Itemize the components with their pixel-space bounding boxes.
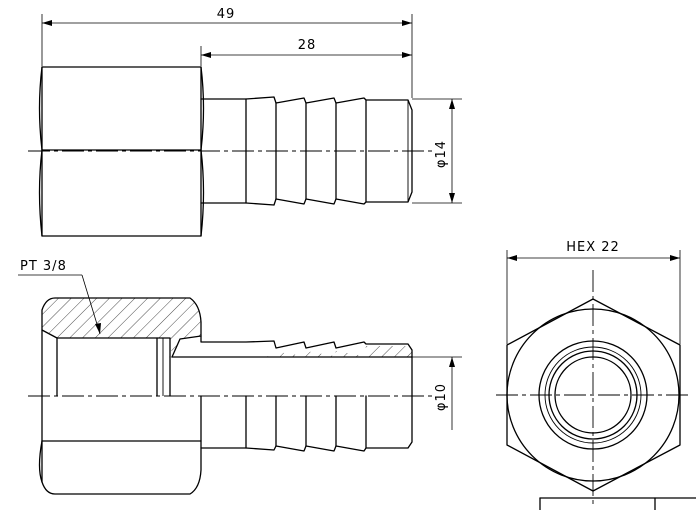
lower-hex-chamfer (38, 440, 43, 483)
arrow-49-right (402, 20, 412, 26)
arrow-28-left (201, 52, 211, 58)
section-outline-upper (41, 297, 202, 397)
section-hatch-area (42, 298, 412, 357)
section-outline-lower (41, 395, 202, 495)
dim-label-28: 28 (298, 38, 317, 53)
hex-chamfer-left (38, 66, 43, 237)
dim-label-phi14: φ14 (434, 140, 449, 168)
thread-inner-profile (41, 329, 171, 358)
section-view: PT 3/8 φ10 (18, 259, 462, 495)
arrow-14-top (449, 99, 455, 109)
arrow-14-bottom (449, 193, 455, 203)
top-view: 49 28 φ14 (28, 7, 462, 237)
arrow-28-right (402, 52, 412, 58)
arrow-hex-left (507, 255, 517, 261)
arrow-hex-right (670, 255, 680, 261)
pt-leader-arrow (95, 323, 101, 334)
dim-label-49: 49 (217, 7, 236, 22)
end-view: HEX 22 (496, 240, 696, 510)
dim-label-hex: HEX 22 (566, 240, 620, 255)
section-barb-profile (200, 335, 413, 358)
lower-barb-outline (200, 395, 413, 452)
arrow-10-top (449, 357, 455, 367)
hex-body-top (41, 66, 202, 237)
hex-chamfer-right (200, 66, 205, 237)
dim-label-phi10: φ10 (434, 383, 449, 411)
arrow-49-left (42, 20, 52, 26)
thread-label: PT 3/8 (20, 259, 67, 274)
